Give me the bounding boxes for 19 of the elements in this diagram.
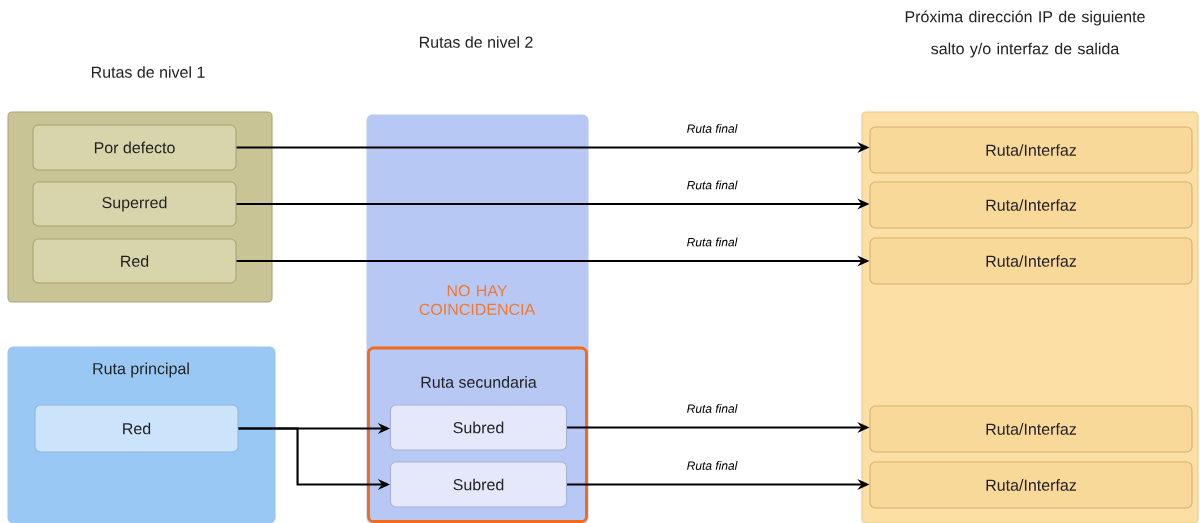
route-button: Ruta/Interfaz xyxy=(869,405,1193,453)
route-button: Ruta/Interfaz xyxy=(869,237,1193,285)
edge-label: Ruta final xyxy=(687,404,738,413)
route-button: Superred xyxy=(32,181,237,227)
route-button: Subred xyxy=(389,461,568,508)
route-button: Red xyxy=(32,238,237,284)
edge-label: Ruta final xyxy=(687,461,738,470)
edge-label: Ruta final xyxy=(687,124,738,133)
route-button: Ruta/Interfaz xyxy=(869,126,1193,174)
route-button: Ruta/Interfaz xyxy=(869,181,1193,229)
column-heading: Próxima dirección IP de siguiente salto y/o interfaz de salida xyxy=(905,10,1145,58)
column-heading: Rutas de nivel 2 xyxy=(419,36,533,48)
route-button: Red xyxy=(34,404,239,453)
route-button: Por defecto xyxy=(32,124,237,171)
column-heading: Rutas de nivel 1 xyxy=(91,66,205,78)
edge-label: Ruta final xyxy=(687,237,738,247)
route-button: Subred xyxy=(389,404,568,451)
route-button: Ruta/Interfaz xyxy=(869,461,1193,509)
edge-label: Ruta final xyxy=(687,180,738,190)
